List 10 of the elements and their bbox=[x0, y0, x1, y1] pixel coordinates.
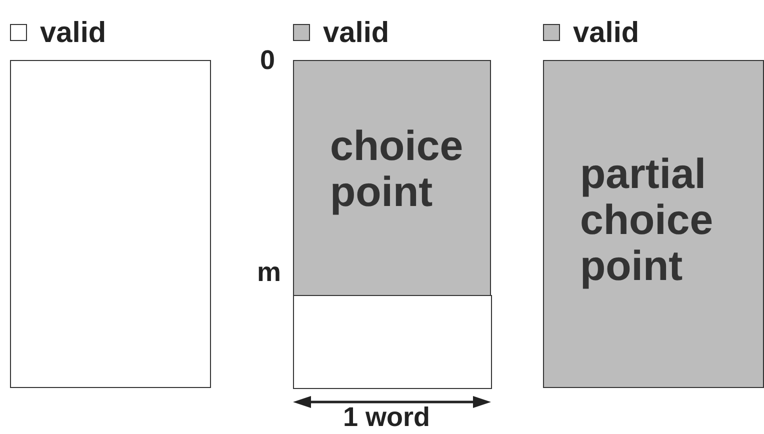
block-label: choice point bbox=[330, 123, 464, 215]
offset-label: m bbox=[257, 257, 282, 287]
block-label: partial choice point bbox=[580, 151, 714, 289]
valid-bit-label: valid bbox=[40, 16, 106, 51]
offset-label: 0 bbox=[260, 45, 276, 75]
empty-region bbox=[292, 294, 492, 388]
dimension-label: 1 word bbox=[343, 402, 430, 432]
valid-bit-label: valid bbox=[323, 16, 390, 51]
shaded-region bbox=[294, 61, 490, 297]
valid-bit-label: valid bbox=[573, 16, 640, 51]
